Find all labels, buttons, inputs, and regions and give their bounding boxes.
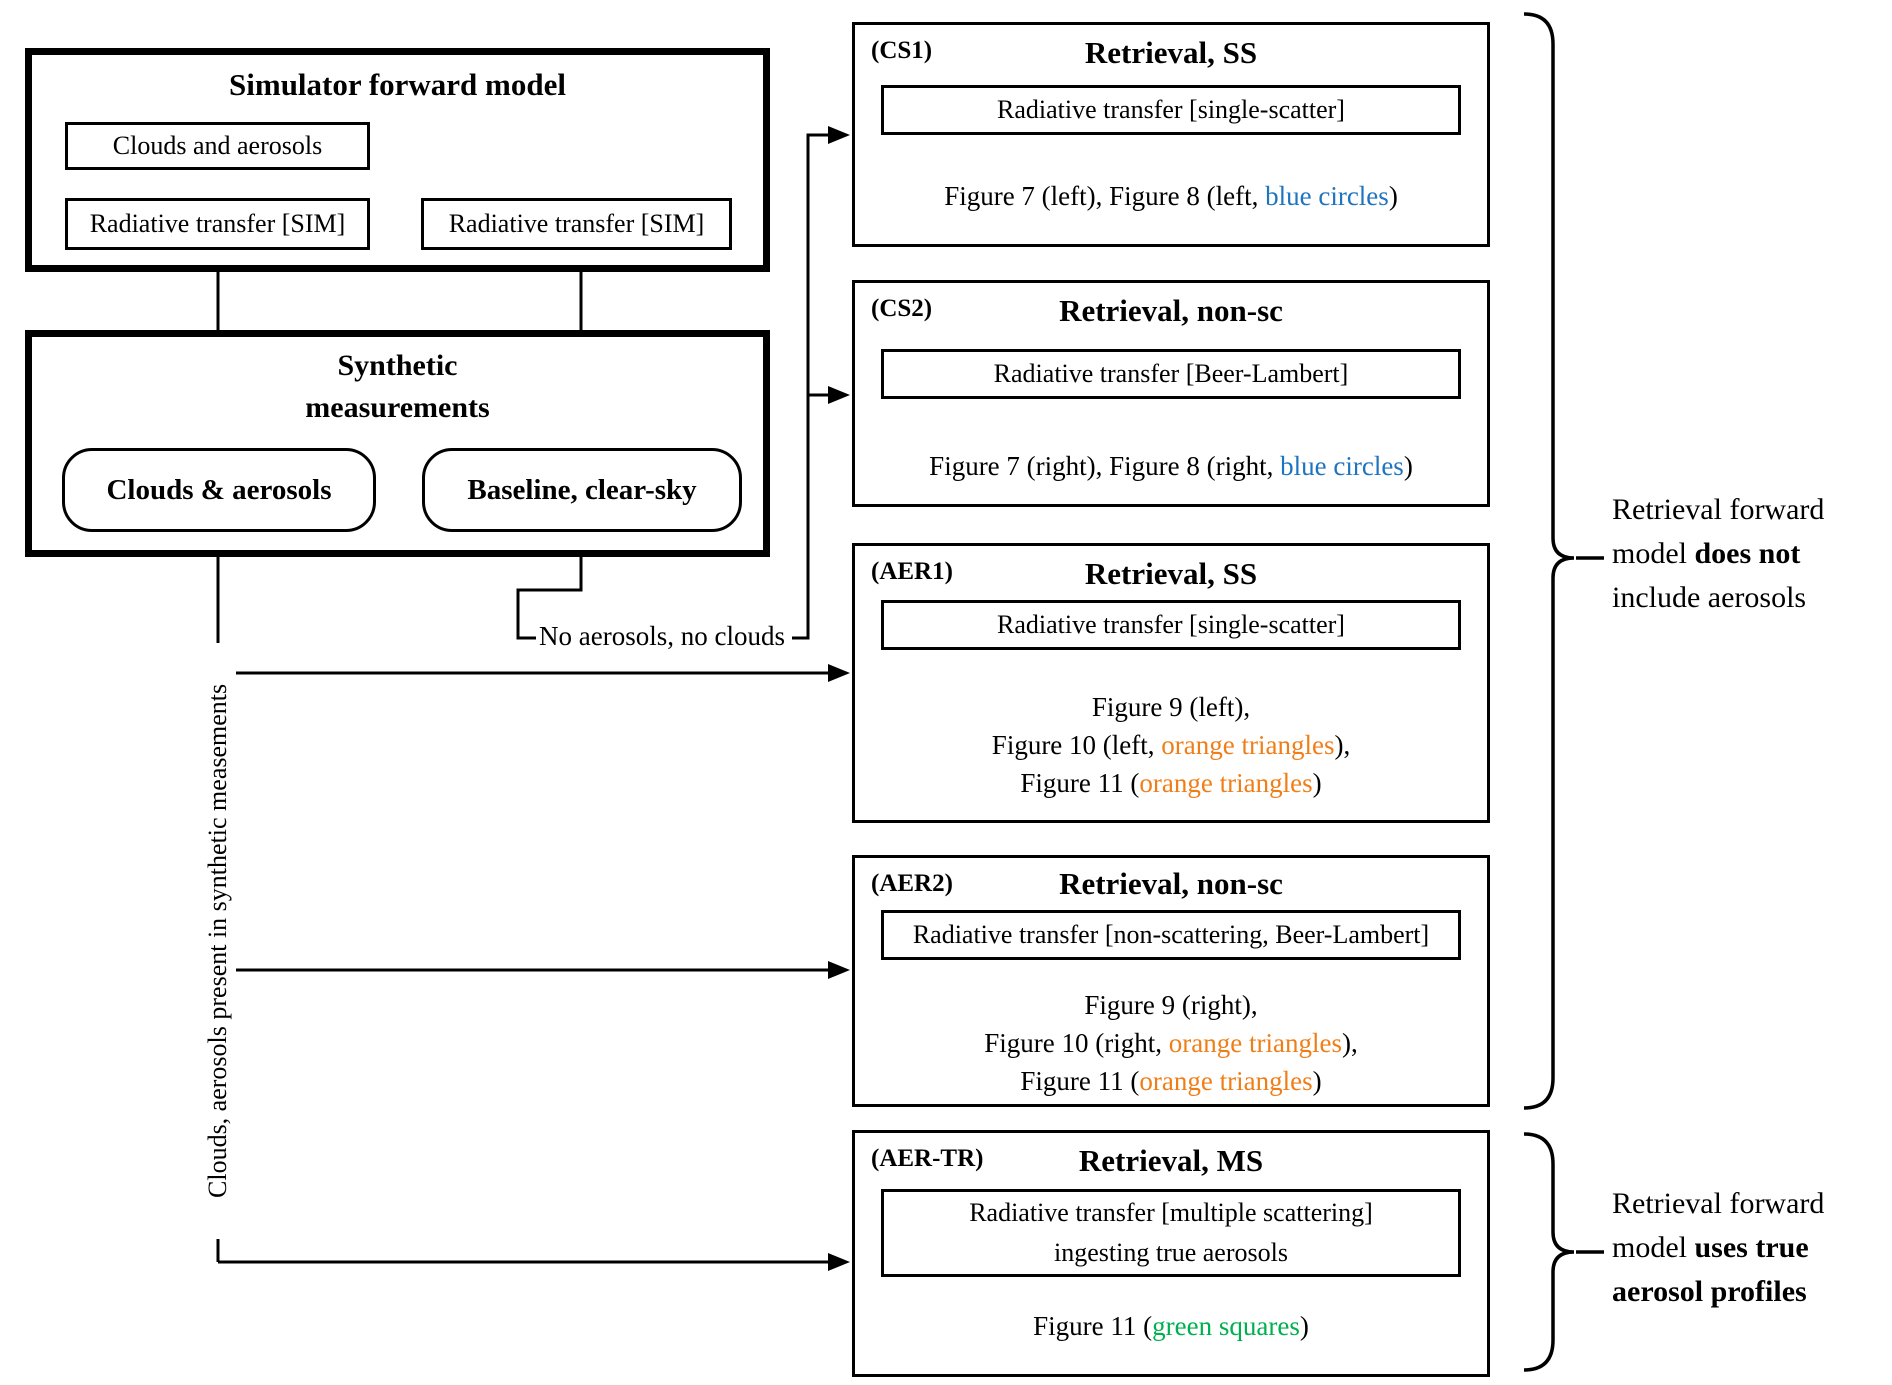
aer2-radiative-transfer-text: Radiative transfer [non-scattering, Beer… bbox=[912, 920, 1430, 949]
cs2-caption-blue-circles: blue circles bbox=[1280, 451, 1404, 481]
brace-top bbox=[1523, 12, 1575, 1110]
clouds-and-aerosols-box: Clouds and aerosols bbox=[65, 122, 370, 170]
synthetic-title: Synthetic measurements bbox=[32, 345, 763, 429]
retrieval-box-cs2: (CS2) Retrieval, non-sc Radiative transf… bbox=[852, 280, 1490, 507]
synthetic-title-line1: Synthetic bbox=[337, 349, 458, 382]
aer2-caption-orange-triangles-2: orange triangles bbox=[1139, 1066, 1313, 1096]
cs1-caption-pre: Figure 7 (left), Figure 8 (left, bbox=[944, 181, 1266, 211]
aer1-caption-line3: Figure 11 (orange triangles) bbox=[855, 764, 1487, 802]
aer1-caption-line2-post: ), bbox=[1334, 730, 1351, 760]
cs2-caption-post: ) bbox=[1403, 451, 1413, 481]
radiative-transfer-sim-right-box: Radiative transfer [SIM] bbox=[421, 198, 732, 250]
radiative-transfer-sim-left-box: Radiative transfer [SIM] bbox=[65, 198, 370, 250]
aer2-caption-line3: Figure 11 (orange triangles) bbox=[855, 1062, 1487, 1100]
aer1-caption-line3-pre: Figure 11 ( bbox=[1020, 768, 1140, 798]
cs1-caption-post: ) bbox=[1388, 181, 1398, 211]
cs2-radiative-transfer-box: Radiative transfer [Beer-Lambert] bbox=[881, 349, 1461, 399]
aertr-caption-post: ) bbox=[1299, 1311, 1309, 1341]
clouds-aerosols-measurement-node: Clouds & aerosols bbox=[62, 448, 376, 532]
aer1-tag: (AER1) bbox=[871, 558, 953, 585]
aer2-title: Retrieval, non-sc bbox=[1059, 866, 1283, 901]
cs1-radiative-transfer-box: Radiative transfer [single-scatter] bbox=[881, 85, 1461, 135]
aer1-radiative-transfer-text: Radiative transfer [single-scatter] bbox=[997, 610, 1345, 639]
brace-bottom-label: Retrieval forward model uses true aeroso… bbox=[1612, 1182, 1890, 1314]
cs2-caption: Figure 7 (right), Figure 8 (right, blue … bbox=[855, 447, 1487, 485]
brace-top-label-line2-bold: does not bbox=[1694, 537, 1801, 570]
aertr-radiative-transfer-line1: Radiative transfer [multiple scattering] bbox=[969, 1198, 1373, 1227]
retrieval-box-aertr: (AER-TR) Retrieval, MS Radiative transfe… bbox=[852, 1130, 1490, 1377]
arrow-cs2-head bbox=[828, 386, 850, 404]
no-aerosols-up-line bbox=[792, 133, 832, 640]
aer1-caption: Figure 9 (left), Figure 10 (left, orange… bbox=[855, 688, 1487, 802]
retrieval-box-aer1: (AER1) Retrieval, SS Radiative transfer … bbox=[852, 543, 1490, 823]
aer1-radiative-transfer-box: Radiative transfer [single-scatter] bbox=[881, 600, 1461, 650]
cs1-radiative-transfer-text: Radiative transfer [single-scatter] bbox=[997, 95, 1345, 124]
brace-bottom-label-line3: aerosol profiles bbox=[1612, 1275, 1807, 1308]
aertr-radiative-transfer-line2: ingesting true aerosols bbox=[1054, 1238, 1288, 1267]
simulator-title: Simulator forward model bbox=[229, 67, 566, 102]
retrieval-box-cs1: (CS1) Retrieval, SS Radiative transfer [… bbox=[852, 22, 1490, 247]
brace-bottom-label-line2: model uses true bbox=[1612, 1226, 1890, 1270]
aer1-caption-line1: Figure 9 (left), bbox=[1091, 692, 1251, 722]
aer2-radiative-transfer-box: Radiative transfer [non-scattering, Beer… bbox=[881, 910, 1461, 960]
brace-bottom-label-line2-plain: model bbox=[1612, 1231, 1695, 1264]
aer1-caption-line3-post: ) bbox=[1312, 768, 1322, 798]
aer2-caption-orange-triangles-1: orange triangles bbox=[1168, 1028, 1342, 1058]
cs2-tag: (CS2) bbox=[871, 295, 933, 322]
synthetic-title-line2: measurements bbox=[305, 391, 490, 424]
brace-top-label-line2-plain: model bbox=[1612, 537, 1695, 570]
cs2-title: Retrieval, non-sc bbox=[1059, 293, 1283, 328]
clouds-aerosols-present-vertical-label: Clouds, aerosols present in synthetic me… bbox=[200, 643, 236, 1239]
cs2-radiative-transfer-text: Radiative transfer [Beer-Lambert] bbox=[993, 359, 1349, 388]
arrow-aertr-head bbox=[828, 1253, 850, 1271]
brace-top-label-line2: model does not bbox=[1612, 532, 1890, 576]
aertr-caption: Figure 11 (green squares) bbox=[855, 1307, 1487, 1345]
cs1-caption: Figure 7 (left), Figure 8 (left, blue ci… bbox=[855, 177, 1487, 215]
brace-top-label-line1: Retrieval forward bbox=[1612, 493, 1825, 526]
brace-bottom-label-line1: Retrieval forward bbox=[1612, 1187, 1825, 1220]
brace-bottom-label-line2-bold: uses true bbox=[1694, 1231, 1809, 1264]
aertr-caption-pre: Figure 11 ( bbox=[1033, 1311, 1153, 1341]
retrieval-box-aer2: (AER2) Retrieval, non-sc Radiative trans… bbox=[852, 855, 1490, 1107]
aer2-caption-line1: Figure 9 (right), bbox=[1084, 990, 1258, 1020]
no-aerosols-no-clouds-label: No aerosols, no clouds bbox=[536, 621, 788, 652]
brace-bottom bbox=[1523, 1132, 1575, 1372]
arrow-aer2-head bbox=[828, 961, 850, 979]
aertr-radiative-transfer-box: Radiative transfer [multiple scattering]… bbox=[881, 1189, 1461, 1277]
aertr-caption-green-squares: green squares bbox=[1152, 1311, 1300, 1341]
cs2-caption-pre: Figure 7 (right), Figure 8 (right, bbox=[929, 451, 1281, 481]
cs1-tag: (CS1) bbox=[871, 37, 933, 64]
arrow-aer1-head bbox=[828, 664, 850, 682]
aer1-caption-orange-triangles-2: orange triangles bbox=[1139, 768, 1313, 798]
aer2-caption: Figure 9 (right), Figure 10 (right, oran… bbox=[855, 986, 1487, 1100]
cs1-title: Retrieval, SS bbox=[1084, 35, 1258, 70]
aer1-caption-orange-triangles-1: orange triangles bbox=[1161, 730, 1335, 760]
cs1-caption-blue-circles: blue circles bbox=[1265, 181, 1389, 211]
brace-top-label-line3: include aerosols bbox=[1612, 581, 1807, 614]
aertr-tag: (AER-TR) bbox=[871, 1145, 984, 1172]
aer1-title: Retrieval, SS bbox=[1084, 556, 1258, 591]
aertr-title: Retrieval, MS bbox=[1078, 1143, 1264, 1178]
aer2-caption-line3-pre: Figure 11 ( bbox=[1020, 1066, 1140, 1096]
arrow-cs1-head bbox=[828, 126, 850, 144]
aer2-caption-line2-post: ), bbox=[1341, 1028, 1358, 1058]
aer2-tag: (AER2) bbox=[871, 870, 953, 897]
aer2-caption-line2-pre: Figure 10 (right, bbox=[984, 1028, 1169, 1058]
baseline-clear-sky-node: Baseline, clear-sky bbox=[422, 448, 742, 532]
brace-top-label: Retrieval forward model does not include… bbox=[1612, 488, 1890, 620]
aer1-caption-line2: Figure 10 (left, orange triangles), bbox=[855, 726, 1487, 764]
aer2-caption-line3-post: ) bbox=[1312, 1066, 1322, 1096]
aer2-caption-line2: Figure 10 (right, orange triangles), bbox=[855, 1024, 1487, 1062]
aer1-caption-line2-pre: Figure 10 (left, bbox=[991, 730, 1162, 760]
